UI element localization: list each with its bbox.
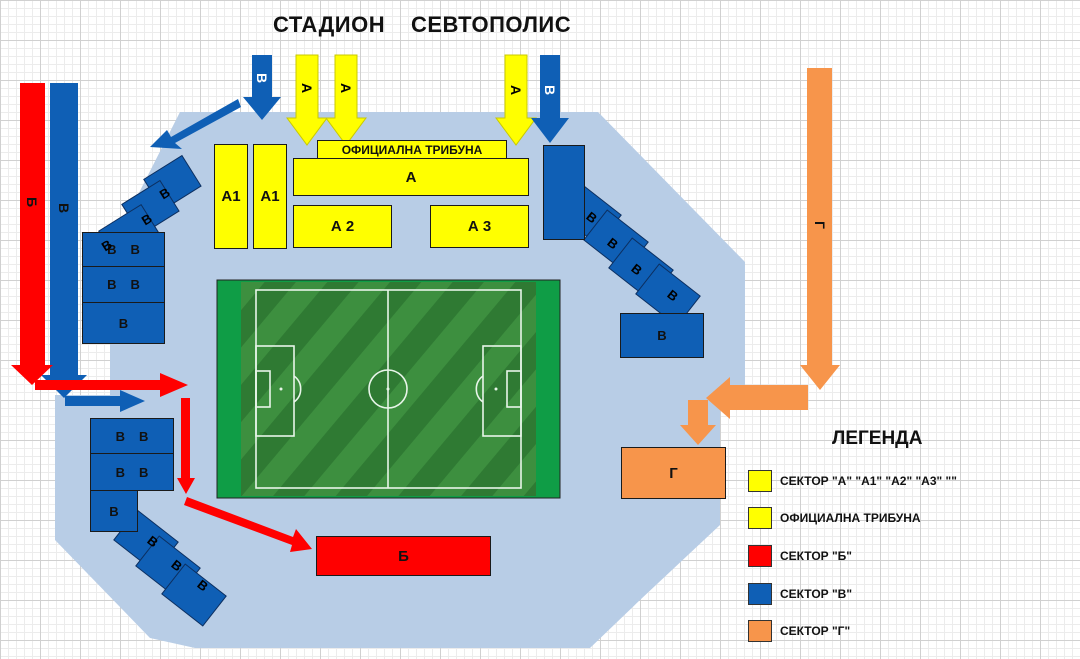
legend-item: ОФИЦИАЛНА ТРИБУНА <box>748 507 921 529</box>
legend-swatch <box>748 470 772 492</box>
legend-label: СЕКТОР "Б" <box>780 549 852 563</box>
sector-b[interactable]: Б <box>316 536 491 576</box>
sector-a[interactable]: А <box>293 158 529 196</box>
legend-label: СЕКТОР "Г" <box>780 624 851 638</box>
arrow-v-label-1: В <box>254 72 270 84</box>
sector-g[interactable]: Г <box>621 447 726 499</box>
legend-label: СЕКТОР "В" <box>780 587 853 601</box>
legend-label: СЕКТОР "А" "А1" "А2" "А3" "" <box>780 474 957 488</box>
sector-a1-right[interactable]: А1 <box>253 144 287 249</box>
sector-a1-left[interactable]: А1 <box>214 144 248 249</box>
legend-swatch <box>748 507 772 529</box>
arrows-v <box>41 55 569 412</box>
legend-item: СЕКТОР "А" "А1" "А2" "А3" "" <box>748 470 957 492</box>
sector-v-block[interactable] <box>543 145 585 240</box>
legend-title: ЛЕГЕНДА <box>832 428 923 449</box>
title-stadion: СТАДИОН <box>273 12 386 37</box>
title-sevtopolis: СЕВТОПОЛИС <box>411 12 572 37</box>
sector-a2[interactable]: А 2 <box>293 205 392 248</box>
legend-swatch <box>748 545 772 567</box>
legend-swatch <box>748 583 772 605</box>
arrows-b <box>11 83 312 552</box>
sector-v-block[interactable]: В <box>82 302 165 344</box>
football-pitch <box>216 279 561 499</box>
arrow-v-label-3: В <box>56 202 72 214</box>
arrow-v-label-2: В <box>542 84 558 96</box>
legend-label: ОФИЦИАЛНА ТРИБУНА <box>780 511 921 525</box>
sector-official-tribune[interactable]: ОФИЦИАЛНА ТРИБУНА <box>317 140 507 160</box>
arrow-a-label-1: А <box>299 82 315 94</box>
legend-swatch <box>748 620 772 642</box>
sector-v-block[interactable]: В <box>90 490 138 532</box>
arrow-g-label: Г <box>812 221 828 229</box>
arrows-a <box>286 54 537 146</box>
sector-v-block[interactable]: В <box>620 313 704 358</box>
arrow-a-label-2: А <box>338 82 354 94</box>
legend-item: СЕКТОР "В" <box>748 583 852 605</box>
arrow-b-label: Б <box>24 196 40 208</box>
sector-a3[interactable]: А 3 <box>430 205 529 248</box>
legend-item: СЕКТОР "Г" <box>748 620 850 642</box>
legend-item: СЕКТОР "Б" <box>748 545 852 567</box>
arrow-a-label-3: А <box>508 84 524 96</box>
arrows-g <box>680 68 840 445</box>
